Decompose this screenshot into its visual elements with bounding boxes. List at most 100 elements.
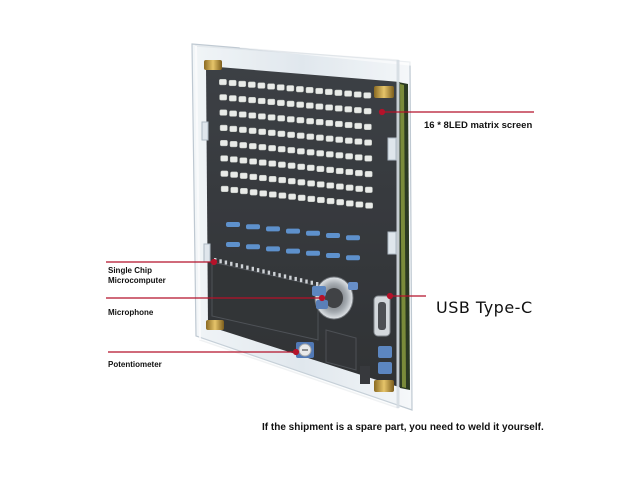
chip-pin [316,282,319,286]
led-cell [315,103,324,110]
led-cell [307,195,316,202]
led-cell [316,181,325,188]
led-cell [239,157,248,164]
led-cell [297,148,305,155]
led-cell [238,111,247,118]
led-cell [239,172,248,179]
usb-c-port [373,295,391,337]
led-cell [267,83,275,90]
led-cell [325,104,333,111]
led-cell [355,170,363,177]
led-cell [258,144,267,151]
led-cell [335,120,343,128]
led-cell [248,97,256,104]
chip-pin [310,280,313,285]
led-cell [219,109,228,116]
led-cell [229,156,238,163]
led-cell [220,155,229,162]
led-cell [276,84,285,91]
led-cell [306,149,315,156]
led-cell [247,81,256,88]
pot-callout-dot [292,348,300,356]
led-cell [354,107,362,114]
microphone-label: Microphone [108,308,154,317]
led-cell [259,190,268,197]
chip-callout-dot [210,258,218,266]
front-acrylic-plate [195,45,400,409]
chip-pin [235,263,238,268]
chip-pin [278,273,281,278]
led-cell [249,158,257,165]
led-cell [257,82,266,89]
led-cell [229,141,238,148]
chip-pin [299,278,303,283]
led-cell [335,136,344,143]
led-cell [268,176,277,183]
led-cell [335,152,344,159]
chip-pin [289,275,292,280]
led-cell [229,125,238,132]
led-cell [257,97,266,105]
led-cell [363,92,372,99]
chip-pin [230,261,233,266]
led-matrix [219,79,373,209]
led-matrix-label: 16 * 8LED matrix screen [424,120,533,131]
led-cell [364,139,372,146]
led-cell [219,94,228,101]
led-cell [297,163,306,170]
resistor [266,226,280,232]
led-cell [306,118,314,125]
led-cell [286,100,295,107]
led-cell [230,186,239,194]
led-cell [345,200,354,207]
secondary-ic [325,329,357,371]
led-cell [363,108,372,115]
led-cell [316,150,325,157]
chip-pin [305,279,308,284]
led-cell [325,120,334,127]
led-cell [297,194,306,201]
led-cell [355,201,364,208]
led-cell [258,113,266,120]
led-cell [286,116,295,123]
led-cell [248,127,257,134]
led-cell [355,185,364,192]
led-callout-dot [378,108,386,116]
chip-pin [219,259,222,264]
led-cell [296,117,305,124]
usb-label: USB Type-C [436,298,533,317]
led-cell [325,135,334,142]
resistor [346,235,360,241]
led-cell [336,183,344,190]
led-cell [287,162,296,169]
led-cell [345,168,354,176]
led-cell [278,161,286,168]
led-cell [296,86,304,93]
led-cell [326,166,334,173]
potentiometer-part [296,342,314,358]
resistor [266,246,280,252]
led-cell [259,174,267,182]
led-cell [268,145,276,152]
led-cell [326,182,335,189]
chip-label: Single Chip Microcomputer [108,266,166,286]
led-cell [364,155,373,162]
resistor [246,244,260,250]
chip-pin [240,264,244,269]
led-cell [268,160,277,167]
brass-standoffs [204,60,394,392]
chip-pin [256,268,260,273]
led-cell [248,112,257,119]
led-cell [345,153,353,160]
led-cell [220,140,228,147]
resistor-array [226,222,360,261]
led-cell [344,121,353,129]
led-cell [345,184,354,191]
led-cell [326,198,335,205]
resistor [286,228,300,234]
chip-pin [224,260,228,265]
chip-pins [214,258,319,286]
chip-pin [246,265,249,270]
led-cell [305,102,314,109]
